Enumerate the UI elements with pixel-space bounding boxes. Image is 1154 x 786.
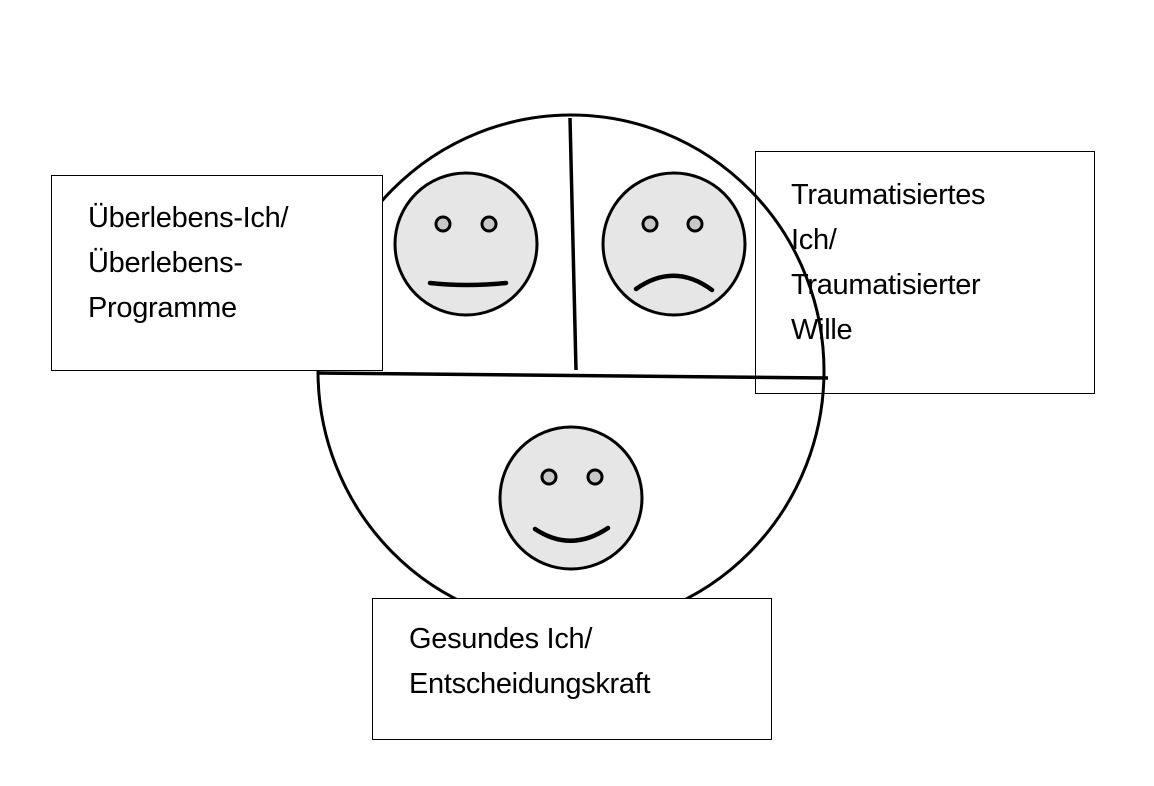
- survival-label-line-2: Überlebens-: [88, 247, 243, 279]
- survival-self-label-box: Überlebens-Ich/ Überlebens- Programme: [51, 175, 383, 371]
- trauma-label-line-4: Wille: [791, 314, 853, 346]
- sad-face-icon: [601, 171, 747, 317]
- survival-label-line-1: Überlebens-Ich/: [88, 202, 289, 234]
- healthy-label-line-2: Entscheidungskraft: [409, 668, 651, 700]
- trauma-label-line-1: Traumatisiertes: [791, 179, 986, 211]
- healthy-label-line-1: Gesundes Ich/: [409, 623, 593, 655]
- survival-label-line-3: Programme: [88, 292, 237, 324]
- happy-face-icon: [498, 425, 644, 571]
- vertical-divider: [568, 117, 578, 371]
- healthy-self-label-box: Gesundes Ich/ Entscheidungskraft: [372, 598, 772, 740]
- trauma-label-line-3: Traumatisierter: [791, 269, 981, 301]
- horizontal-divider: [317, 371, 829, 380]
- neutral-face-icon: [393, 171, 539, 317]
- trauma-label-line-2: Ich/: [791, 224, 837, 256]
- traumatized-self-label-box: Traumatisiertes Ich/ Traumatisierter Wil…: [755, 151, 1095, 394]
